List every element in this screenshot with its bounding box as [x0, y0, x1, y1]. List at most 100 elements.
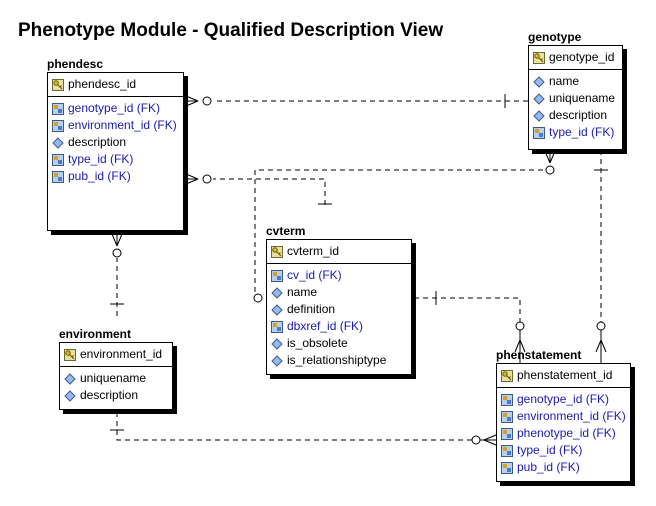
foreign-key-icon [533, 126, 545, 139]
column-label: is_obsolete [287, 336, 348, 350]
entity-box: cvterm_id cv_id (FK)name definition dbxref… [266, 239, 412, 375]
column-label: name [287, 285, 318, 299]
rel-cvterm-phendesc-crow [184, 173, 199, 185]
rel-cvterm-self-circle [253, 293, 263, 303]
entity-phenstatement[interactable]: phenstatement phenstatement_id genotype_… [496, 348, 631, 482]
foreign-key-icon [52, 170, 64, 183]
column-list: genotype_id (FK) environment_id (FK) pheno… [497, 388, 630, 476]
entity-name: environment [59, 327, 132, 341]
primary-key-icon [271, 245, 283, 258]
rel-genotype-phenstatement-circle [596, 321, 606, 331]
column-list: genotype_id (FK) environment_id (FK) descr… [48, 97, 183, 185]
entity-box: environment_id uniquename description [59, 342, 173, 410]
column-label: dbxref_id (FK) [287, 319, 364, 333]
column-label: environment_id (FK) [517, 409, 626, 423]
entity-cvterm[interactable]: cvterm cvterm_id cv_id (FK)name definitio… [266, 224, 412, 375]
primary-key-row: cvterm_id [267, 240, 411, 264]
column-label: description [68, 135, 127, 149]
foreign-key-icon [271, 269, 283, 282]
attribute-icon [533, 75, 545, 88]
column-row: is_obsolete [271, 335, 411, 352]
column-label: uniquename [549, 91, 616, 105]
attribute-icon [271, 286, 283, 299]
column-row: name [533, 73, 622, 90]
attribute-icon [533, 109, 545, 122]
entity-name: cvterm [266, 224, 306, 238]
entity-name: genotype [528, 30, 582, 44]
column-row: name [271, 284, 411, 301]
rel-genotype-phenstatement-crow [595, 330, 607, 364]
rel-environment-phenstatement-circle [471, 435, 481, 445]
column-row: type_id (FK) [501, 442, 630, 459]
column-label: phenotype_id (FK) [517, 426, 616, 440]
column-row: is_relationshiptype [271, 352, 411, 369]
rel-cvterm-phenstatement [414, 297, 521, 322]
column-row: description [52, 134, 183, 151]
foreign-key-icon [501, 410, 513, 423]
column-label: type_id (FK) [549, 125, 615, 139]
rel-cvterm-phendesc-circle [202, 174, 212, 184]
column-label: genotype_id (FK) [517, 392, 610, 406]
column-label: environment_id (FK) [68, 118, 177, 132]
column-row: cv_id (FK) [271, 267, 411, 284]
entity-box: phenstatement_id genotype_id (FK) environ… [496, 363, 631, 482]
rel-environment-phenstatement-crow [480, 434, 497, 446]
page-title: Phenotype Module - Qualified Description… [18, 20, 444, 41]
entity-phendesc[interactable]: phendesc phendesc_id genotype_id (FK) env… [47, 57, 184, 231]
attribute-icon [271, 303, 283, 316]
column-label: uniquename [80, 371, 147, 385]
column-row: pub_id (FK) [52, 168, 183, 185]
rel-cvterm-genotype-circle [545, 165, 555, 175]
column-row: environment_id (FK) [52, 117, 183, 134]
primary-key-icon [533, 51, 545, 64]
column-label: type_id (FK) [68, 152, 134, 166]
entity-environment[interactable]: environment environment_id uniquename des… [59, 327, 173, 410]
rel-genotype-phendesc-circle [202, 96, 212, 106]
column-row: uniquename [64, 370, 172, 387]
entity-name: phenstatement [496, 348, 582, 362]
primary-key-row: phenstatement_id [497, 364, 630, 388]
foreign-key-icon [52, 119, 64, 132]
primary-key-row: environment_id [60, 343, 172, 367]
attribute-icon [52, 136, 64, 149]
attribute-icon [64, 389, 76, 402]
column-label: definition [287, 302, 336, 316]
column-row: environment_id (FK) [501, 408, 630, 425]
foreign-key-icon [52, 153, 64, 166]
column-row: description [64, 387, 172, 404]
rel-environment-phendesc-crow [111, 232, 123, 247]
column-label: description [549, 108, 608, 122]
foreign-key-icon [501, 461, 513, 474]
foreign-key-icon [52, 102, 64, 115]
foreign-key-icon [501, 427, 513, 440]
column-row: phenotype_id (FK) [501, 425, 630, 442]
column-row: description [533, 107, 622, 124]
entity-box: phendesc_id genotype_id (FK) environment_… [47, 72, 184, 231]
foreign-key-icon [501, 444, 513, 457]
column-label: type_id (FK) [517, 443, 583, 457]
column-label: genotype_id (FK) [68, 101, 161, 115]
column-row: type_id (FK) [533, 124, 622, 141]
column-row: genotype_id (FK) [52, 100, 183, 117]
primary-key-row: phendesc_id [48, 73, 183, 97]
rel-genotype-phendesc-crow [184, 95, 199, 107]
primary-key-label: cvterm_id [287, 244, 340, 258]
primary-key-row: genotype_id [529, 46, 622, 70]
column-row: uniquename [533, 90, 622, 107]
attribute-icon [271, 354, 283, 367]
attribute-icon [271, 337, 283, 350]
rel-cvterm-phenstatement-circle [515, 321, 525, 331]
column-list: cv_id (FK)name definition dbxref_id (FK) is… [267, 264, 411, 369]
column-row: dbxref_id (FK) [271, 318, 411, 335]
column-row: genotype_id (FK) [501, 391, 630, 408]
primary-key-icon [52, 78, 64, 91]
primary-key-label: phenstatement_id [517, 368, 613, 382]
entity-name: phendesc [47, 57, 104, 71]
foreign-key-icon [501, 393, 513, 406]
primary-key-label: genotype_id [549, 50, 615, 64]
column-row: type_id (FK) [52, 151, 183, 168]
